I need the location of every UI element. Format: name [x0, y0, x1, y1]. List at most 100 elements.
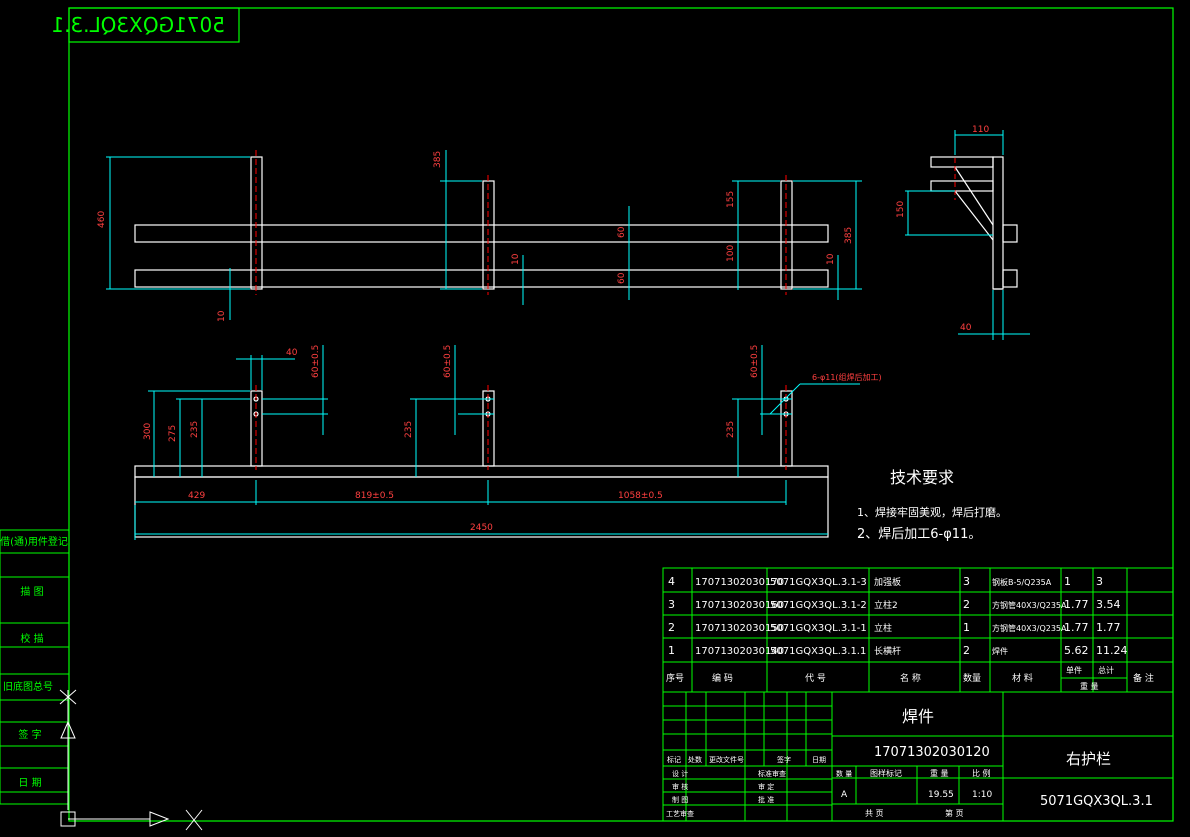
bom-row-2-no: 2: [668, 621, 675, 634]
role-1: 设 计: [672, 769, 688, 778]
role-right-3: 批 准: [758, 795, 774, 804]
dim-385-top: 385: [433, 151, 443, 168]
dim-10-left: 10: [217, 310, 227, 322]
sidebar-label-5: 签 字: [18, 728, 41, 741]
rev-col-5: 日期: [812, 756, 826, 764]
bom-row-4-unit: 1: [1064, 575, 1071, 588]
dim-235-mid: 235: [404, 421, 414, 438]
sidebar-label-3: 校 描: [20, 632, 43, 645]
bom-header-code: 编 码: [712, 672, 733, 684]
bom-row-3-name: 立柱2: [874, 599, 898, 611]
tech-requirement-2: 2、焊后加工6-φ11。: [857, 526, 981, 542]
mirrored-drawing-code: 5071GQX3QL.3.1: [51, 13, 225, 37]
bom-row-4-no: 4: [668, 575, 675, 588]
dim-60-a: 60: [617, 226, 627, 238]
bom-row-1-name: 长横杆: [874, 645, 901, 657]
bom-row-1-code: 17071302030140: [695, 646, 784, 657]
dim-hole-left: 60±0.5: [311, 345, 321, 378]
title-part-type: 焊件: [902, 707, 934, 726]
dim-429: 429: [188, 491, 205, 501]
role-2: 审 核: [672, 782, 688, 791]
bom-header-no: 序号: [666, 672, 684, 684]
dim-150: 150: [896, 201, 906, 218]
bom-row-2-material: 方钢管40X3/Q235A: [992, 623, 1067, 633]
dim-hole-right: 60±0.5: [750, 345, 760, 378]
bom-rows: 4 17071302030170 5071GQX3QL.3.1-3 加强板 3 …: [666, 575, 1154, 691]
title-block: [662, 691, 1174, 822]
bom-header-qty: 数量: [963, 672, 981, 684]
bom-row-4-name: 加强板: [874, 576, 901, 588]
bom-row-2-unit: 1.77: [1064, 621, 1089, 634]
dim-60-b: 60: [617, 272, 627, 284]
sidebar-label-6: 日 期: [18, 777, 41, 789]
bom-row-1-total: 11.24: [1096, 644, 1128, 657]
bom-row-3-code: 17071302030160: [695, 600, 784, 611]
title-part-name: 右护栏: [1066, 750, 1111, 768]
bom-header-total: 总计: [1098, 665, 1114, 675]
bom-row-4-material: 钢板B-5/Q235A: [992, 577, 1052, 587]
bom-header-weight: 重 量: [1080, 681, 1099, 691]
tech-requirement-1: 1、焊接牢固美观，焊后打磨。: [857, 505, 1007, 519]
title-drawing-no: 5071GQX3QL.3.1: [1040, 794, 1153, 809]
front-view-dimensions: [106, 150, 862, 320]
title-sheet-label-2: 第 页: [945, 808, 964, 818]
bom-row-1-material: 焊件: [992, 646, 1008, 656]
bom-row-4-qty: 3: [963, 575, 970, 588]
sidebar-label-1: 借(通)用件登记: [0, 535, 68, 548]
bom-header-drawing: 代 号: [805, 673, 826, 684]
bom-row-2-drawing: 5071GQX3QL.3.1-1: [770, 623, 867, 634]
bom-row-1-unit: 5.62: [1064, 644, 1089, 657]
rev-col-2: 处数: [688, 755, 702, 764]
left-sidebar: [0, 529, 70, 805]
rev-col-4: 签字: [777, 755, 791, 764]
dim-1058: 1058±0.5: [618, 491, 663, 501]
title-scale-label: 比 例: [972, 768, 991, 778]
role-right-2: 审 定: [758, 782, 774, 791]
hole-callout: 6-φ11(组焊后加工): [812, 372, 882, 382]
dim-plate-40: 40: [286, 348, 298, 358]
bom-header-note: 备 注: [1133, 672, 1154, 684]
dim-385-right: 385: [844, 227, 854, 244]
title-stage-label: 图样标记: [870, 768, 902, 778]
bom-row-3-total: 3.54: [1096, 598, 1121, 611]
bom-row-3-unit: 1.77: [1064, 598, 1089, 611]
sidebar-label-2: 描 图: [20, 585, 43, 598]
bom-header-material: 材 料: [1012, 672, 1033, 684]
title-part-code: 17071302030120: [874, 745, 990, 760]
title-sheet-label: 共 页: [865, 809, 884, 818]
side-view-dimensions: [905, 130, 1030, 340]
title-weight-value: 19.55: [928, 790, 954, 800]
dim-hole-mid: 60±0.5: [443, 345, 453, 378]
dim-235-right: 235: [726, 421, 736, 438]
dim-275: 275: [168, 425, 178, 442]
bom-row-1-no: 1: [668, 644, 675, 657]
bom-row-4-drawing: 5071GQX3QL.3.1-3: [770, 577, 867, 588]
bom-row-4-total: 3: [1096, 575, 1103, 588]
role-4: 工艺审查: [666, 809, 694, 818]
rev-col-1: 标记: [667, 755, 681, 764]
bom-row-3-qty: 2: [963, 598, 970, 611]
bom-row-4-code: 17071302030170: [695, 577, 784, 588]
title-count-label: 数 量: [836, 769, 852, 778]
dim-110: 110: [972, 125, 989, 135]
bom-row-3-material: 方钢管40X3/Q235A: [992, 600, 1067, 610]
bom-row-1-qty: 2: [963, 644, 970, 657]
dim-155: 155: [726, 191, 736, 208]
dim-40-side: 40: [960, 323, 972, 333]
rev-col-3: 更改文件号: [709, 755, 744, 764]
bom-row-3-no: 3: [668, 598, 675, 611]
dim-819: 819±0.5: [355, 491, 394, 501]
role-3: 制 图: [672, 795, 688, 804]
bom-row-2-qty: 1: [963, 621, 970, 634]
role-right-1: 标准审查: [758, 769, 786, 778]
dim-2450: 2450: [470, 523, 493, 533]
dim-100: 100: [726, 245, 736, 262]
dim-235-left: 235: [190, 421, 200, 438]
bom-header-unit: 单件: [1066, 665, 1082, 675]
bom-row-2-code: 17071302030150: [695, 623, 784, 634]
bom-row-2-name: 立柱: [874, 622, 892, 634]
side-view: [930, 156, 1018, 290]
ucs-icon: [59, 689, 203, 831]
title-scale-value: 1:10: [972, 790, 992, 800]
